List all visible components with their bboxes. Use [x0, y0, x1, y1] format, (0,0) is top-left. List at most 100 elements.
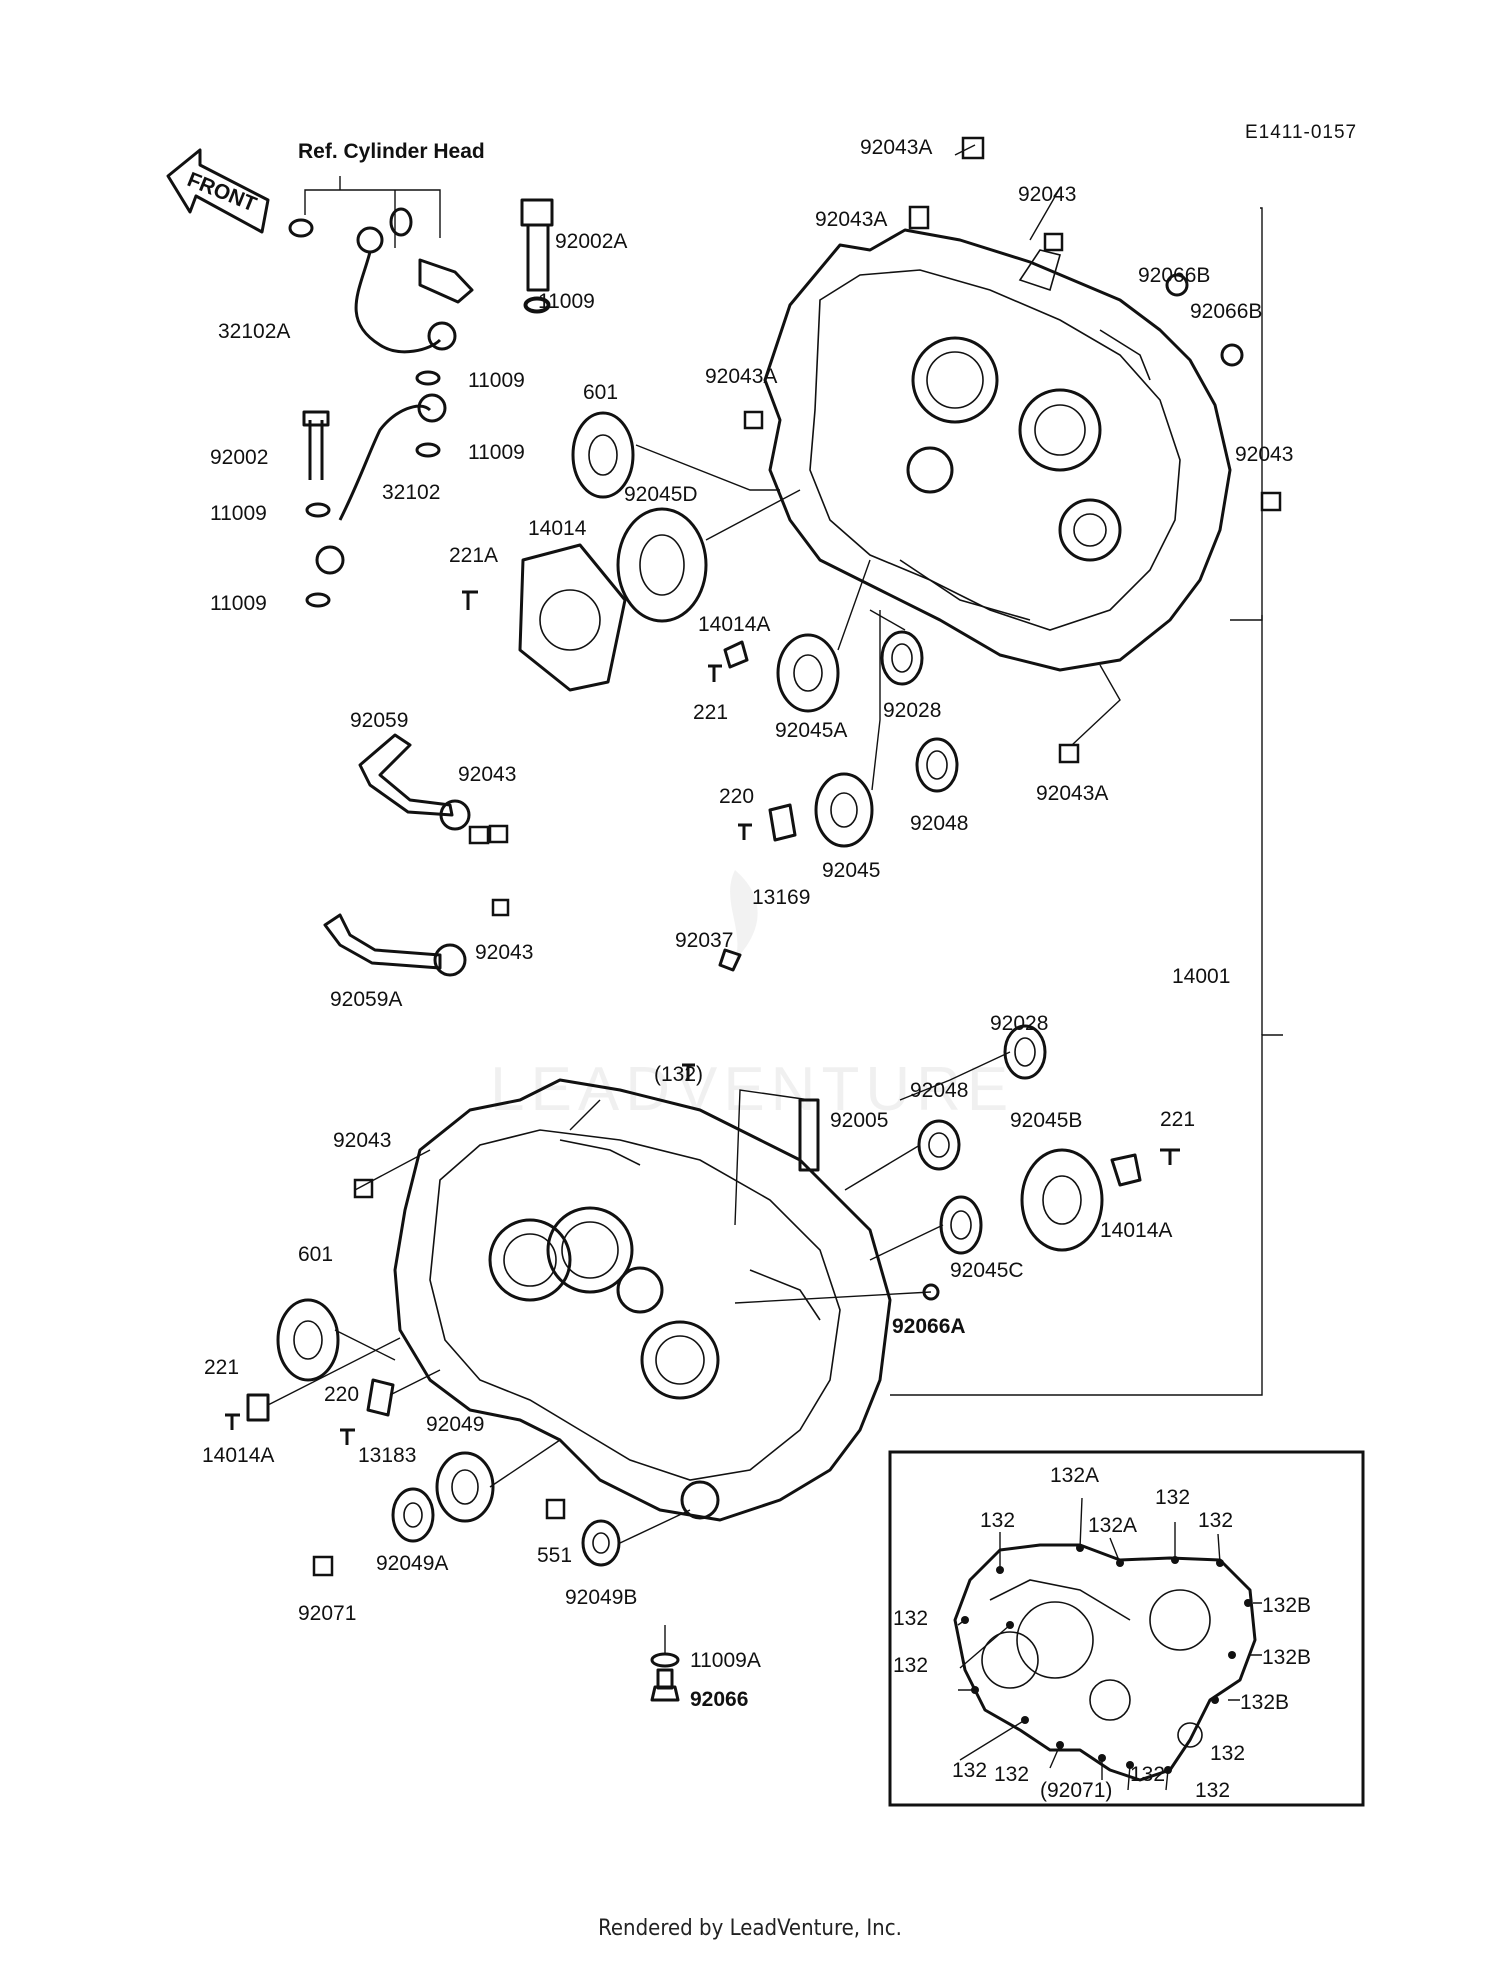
label-92037: 92037	[675, 929, 733, 952]
label-92043a-2: 92043A	[815, 208, 887, 231]
document-code: E1411-0157	[1245, 122, 1358, 143]
label-92028-2: 92028	[990, 1012, 1048, 1035]
crankcase-lower-half	[393, 1078, 892, 1522]
seal-92049a	[391, 1487, 435, 1543]
label-14014a-1: 14014A	[698, 613, 770, 636]
label-220-1: 220	[719, 785, 754, 808]
label-11009-5: 11009	[210, 592, 267, 615]
label-92059a: 92059A	[330, 988, 402, 1011]
label-11009-1: 11009	[538, 290, 595, 313]
label-92028-1: 92028	[883, 699, 941, 722]
bearing-601-top	[571, 411, 635, 499]
label-601-bottom: 601	[298, 1243, 333, 1266]
seal-92048-top	[915, 737, 959, 793]
bearings-and-seals	[276, 411, 1104, 1567]
inset-label-132b-2: 132B	[1262, 1646, 1311, 1669]
label-92043a-4: 92043A	[1036, 782, 1108, 805]
seal-92049b	[581, 1519, 621, 1567]
inset-label-132-j: 132	[1210, 1742, 1245, 1765]
label-92045a: 92045A	[775, 719, 847, 742]
label-92043-right: 92043	[1235, 443, 1293, 466]
label-32102a: 32102A	[218, 320, 290, 343]
footer-credit: Rendered by LeadVenture, Inc.	[598, 1916, 902, 1941]
label-601-top: 601	[583, 381, 618, 404]
label-92043-top: 92043	[1018, 183, 1076, 206]
inset-label-132-i: 132	[1195, 1779, 1230, 1802]
inset-label-132-a: 132	[980, 1509, 1015, 1532]
small-fittings	[225, 136, 1282, 1702]
inset-label-132-b: 132	[1155, 1486, 1190, 1509]
label-14001: 14001	[1172, 965, 1230, 988]
label-14014: 14014	[528, 517, 587, 540]
oil-pipe-32102	[302, 393, 447, 575]
inset-label-132b-3: 132B	[1240, 1691, 1289, 1714]
oil-pipe-32102a	[288, 207, 474, 354]
label-92059: 92059	[350, 709, 408, 732]
label-92066b-1: 92066B	[1138, 264, 1210, 287]
inset-labels: 132A 132 132A 132 132 132 132B 132 132B …	[893, 1464, 1311, 1802]
label-11009-3: 11009	[468, 441, 525, 464]
label-92043a-top: 92043A	[860, 136, 932, 159]
gasket-14014	[518, 543, 627, 692]
label-132-paren: (132)	[654, 1063, 703, 1086]
label-11009a: 11009A	[690, 1649, 761, 1672]
bearing-92045a	[776, 633, 840, 713]
washers-left	[305, 297, 550, 608]
label-551: 551	[537, 1544, 572, 1567]
inset-label-132b-1: 132B	[1262, 1594, 1311, 1617]
seal-92028-top	[880, 630, 924, 686]
seal-92049	[435, 1451, 495, 1523]
label-92045d: 92045D	[624, 483, 698, 506]
ref-cylinder-head-label: Ref. Cylinder Head	[298, 140, 485, 163]
label-92066a: 92066A	[892, 1315, 966, 1338]
label-14014a-3: 14014A	[202, 1444, 274, 1467]
crankcase-upper-half	[763, 228, 1232, 672]
label-32102: 32102	[382, 481, 440, 504]
inset-label-132-e: 132	[893, 1654, 928, 1677]
inset-label-132a-b: 132A	[1088, 1514, 1137, 1537]
inset-label-132-c: 132	[1198, 1509, 1233, 1532]
pipes-92059	[323, 733, 490, 977]
label-13183: 13183	[358, 1444, 416, 1467]
label-13169: 13169	[752, 886, 810, 909]
ref-cylinder-head-bracket: Ref. Cylinder Head	[298, 140, 485, 248]
label-92049: 92049	[426, 1413, 484, 1436]
seal-92045c	[939, 1195, 983, 1255]
inset-label-132-g: 132	[994, 1763, 1029, 1786]
label-92045b: 92045B	[1010, 1109, 1082, 1132]
label-11009-4: 11009	[210, 502, 267, 525]
label-11009-2: 11009	[468, 369, 525, 392]
label-92045c: 92045C	[950, 1259, 1024, 1282]
label-92002a: 92002A	[555, 230, 627, 253]
label-92049b: 92049B	[565, 1586, 637, 1609]
label-92066: 92066	[690, 1688, 748, 1711]
seal-92028-mid	[1003, 1024, 1047, 1080]
label-221-1: 221	[693, 701, 728, 724]
label-14014a-2: 14014A	[1100, 1219, 1172, 1242]
label-92071: 92071	[298, 1602, 356, 1625]
bearing-92045d	[616, 507, 708, 623]
label-221a: 221A	[449, 544, 498, 567]
label-92043a-3: 92043A	[705, 365, 777, 388]
inset-label-132-h: 132	[1130, 1763, 1165, 1786]
inset-bolt-location-box	[888, 1450, 1365, 1807]
inset-label-132-d: 132	[893, 1607, 928, 1630]
label-92048-2: 92048	[910, 1079, 968, 1102]
inset-label-132a-top: 132A	[1050, 1464, 1099, 1487]
part-labels: 92043A 92043 92043A 92002A 11009 32102A …	[202, 136, 1293, 1711]
seal-92048-mid	[917, 1119, 961, 1171]
label-92043-5: 92043	[475, 941, 533, 964]
front-arrow-icon: FRONT	[166, 148, 270, 234]
inset-label-132-f: 132	[952, 1759, 987, 1782]
label-92002: 92002	[210, 446, 268, 469]
label-92045: 92045	[822, 859, 880, 882]
bearing-92045	[814, 772, 874, 848]
label-221-2: 221	[1160, 1108, 1195, 1131]
inset-label-92071-paren: (92071)	[1040, 1779, 1112, 1802]
leader-lines	[267, 144, 1283, 1655]
label-92066b-2: 92066B	[1190, 300, 1262, 323]
label-92043-6: 92043	[333, 1129, 391, 1152]
label-92005: 92005	[830, 1109, 888, 1132]
label-92048-1: 92048	[910, 812, 968, 835]
